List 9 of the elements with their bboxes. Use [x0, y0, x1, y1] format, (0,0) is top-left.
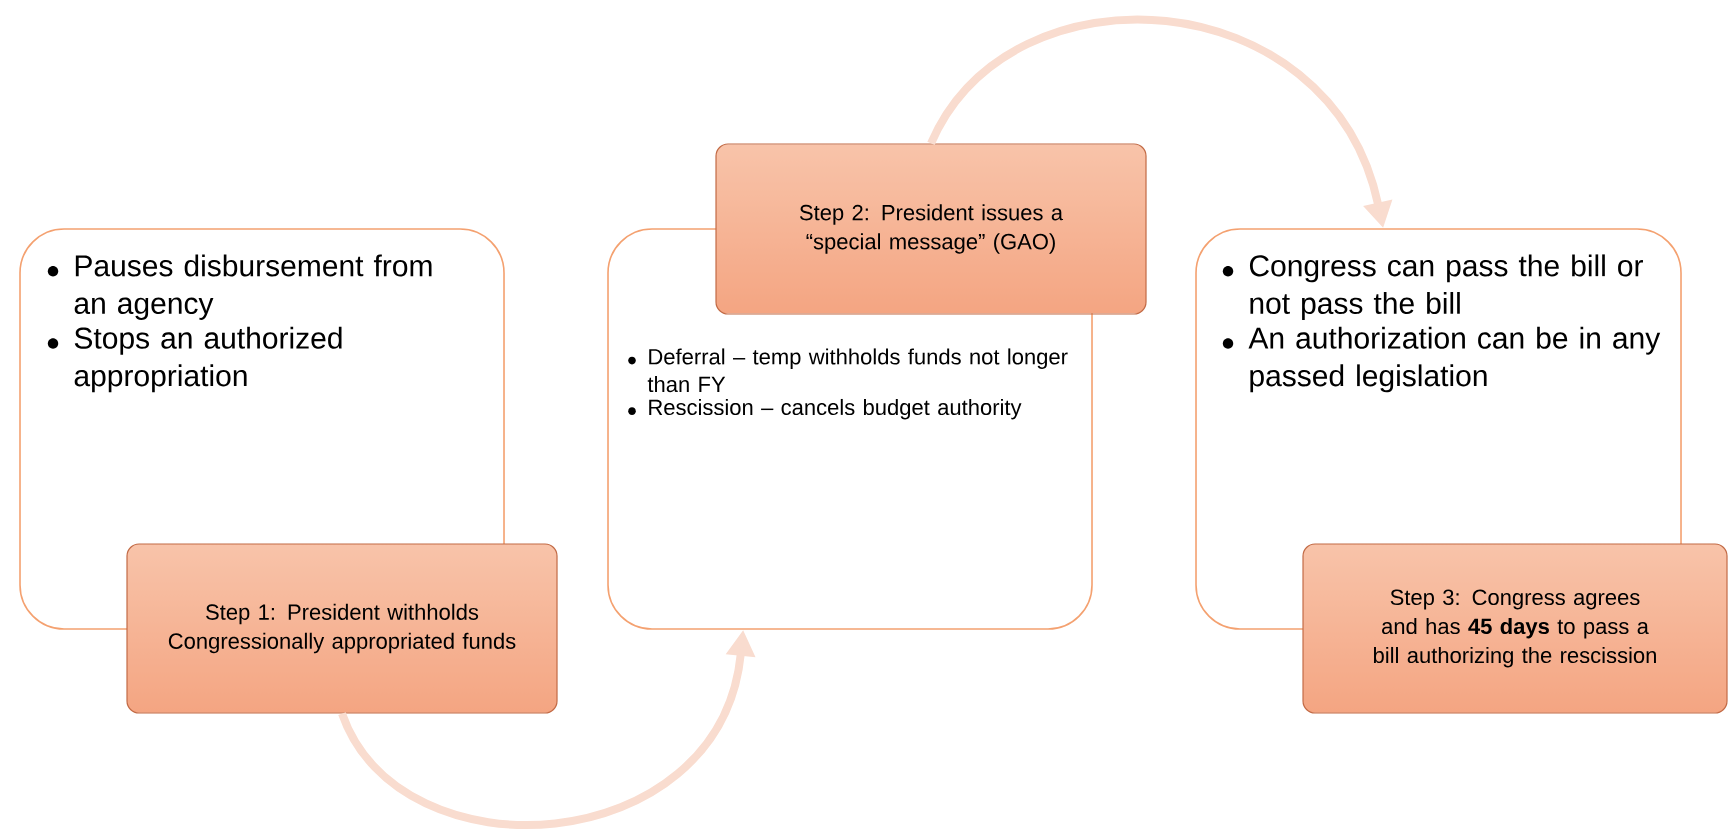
step-box: Step 3: Congress agrees and has 45 days to pass a bill authorizing the rescission — [1302, 543, 1728, 714]
bullet-text: Stops an authorized appropriation — [74, 326, 342, 393]
step-box: Step 1: President withholds Congressionally appropriated funds — [126, 543, 558, 714]
step-box: Step 2: President issues a “special message” (GAO) — [715, 143, 1147, 315]
bullet-text: Deferral – temp withholds funds not longer than FY — [647, 348, 1068, 393]
bullet-text: Rescission – cancels budget authority — [649, 398, 1022, 420]
bullet-text: An authorization can be in any passed legislation — [1248, 326, 1661, 393]
bullet-text: Pauses disbursement from an agency — [74, 254, 432, 320]
bullet-text: Congress can pass the bill or not pass the bill — [1249, 254, 1643, 320]
